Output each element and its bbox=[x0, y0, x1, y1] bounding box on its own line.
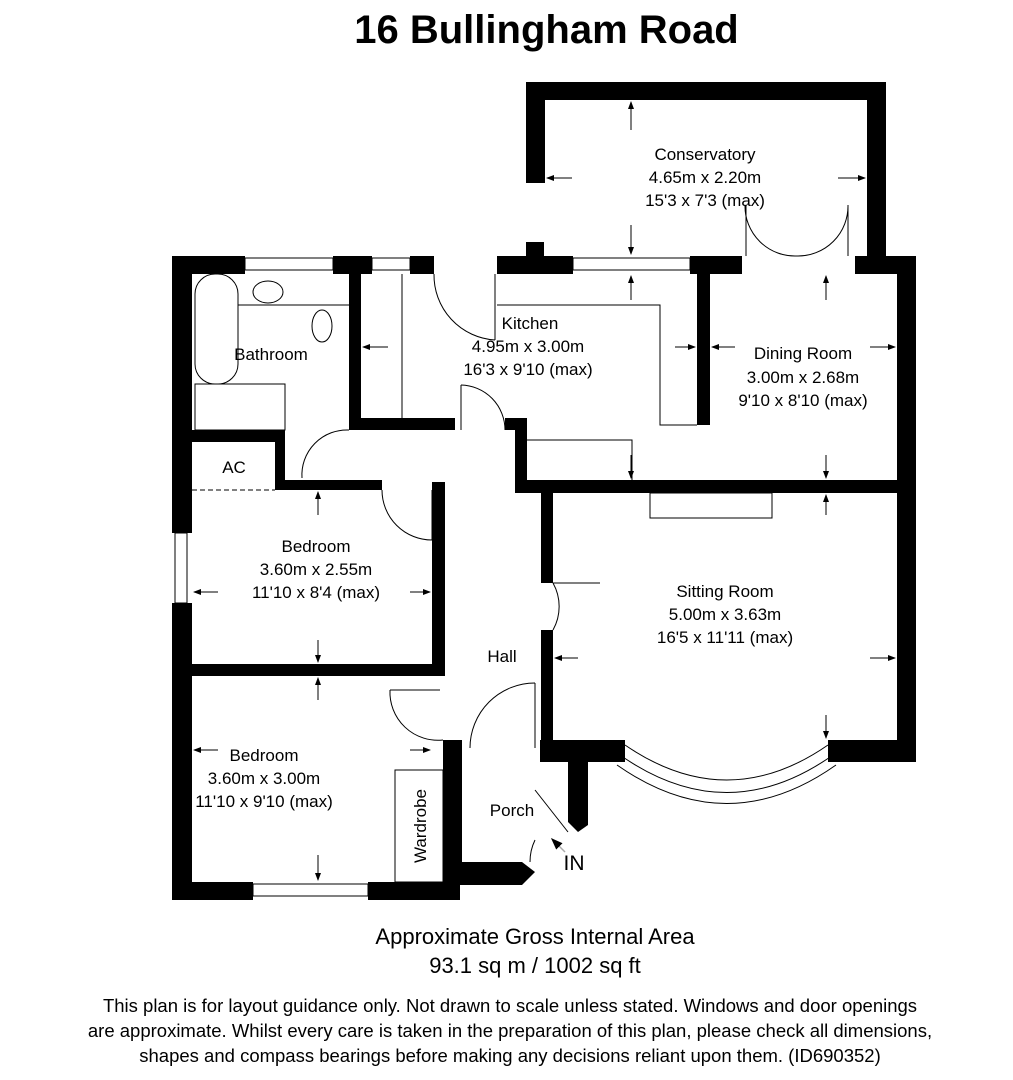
disclaimer: This plan is for layout guidance only. N… bbox=[0, 993, 1013, 1068]
svg-text:3.60m x 3.00m: 3.60m x 3.00m bbox=[208, 769, 320, 788]
svg-text:16'5 x 11'11 (max): 16'5 x 11'11 (max) bbox=[657, 628, 793, 647]
disclaimer-line: are approximate. Whilst every care is ta… bbox=[87, 1020, 933, 1041]
area-value: 93.1 sq m / 1002 sq ft bbox=[429, 953, 641, 978]
svg-text:Dining Room: Dining Room bbox=[754, 344, 852, 363]
svg-text:Conservatory: Conservatory bbox=[654, 145, 756, 164]
disclaimer-line: This plan is for layout guidance only. N… bbox=[102, 995, 918, 1016]
room-hall: Hall bbox=[487, 647, 516, 666]
svg-text:4.65m x 2.20m: 4.65m x 2.20m bbox=[649, 168, 761, 187]
room-bedroom-1: Bedroom 3.60m x 2.55m 11'10 x 8'4 (max) bbox=[252, 537, 380, 602]
entrance-label: IN bbox=[564, 852, 585, 875]
windows-doors bbox=[174, 204, 849, 897]
entrance-arrow-icon bbox=[550, 837, 566, 853]
svg-text:5.00m x 3.63m: 5.00m x 3.63m bbox=[669, 605, 781, 624]
page-title: 16 Bullingham Road bbox=[354, 8, 739, 52]
room-kitchen: Kitchen 4.95m x 3.00m 16'3 x 9'10 (max) bbox=[463, 314, 592, 379]
room-ac: AC bbox=[222, 458, 246, 477]
svg-text:4.95m x 3.00m: 4.95m x 3.00m bbox=[472, 337, 584, 356]
gross-internal-area: Approximate Gross Internal Area 93.1 sq … bbox=[0, 922, 1013, 980]
svg-text:16'3 x 9'10 (max): 16'3 x 9'10 (max) bbox=[463, 360, 592, 379]
walls bbox=[172, 82, 916, 900]
svg-text:Kitchen: Kitchen bbox=[502, 314, 559, 333]
room-dining: Dining Room 3.00m x 2.68m 9'10 x 8'10 (m… bbox=[738, 344, 867, 410]
svg-text:15'3 x 7'3 (max): 15'3 x 7'3 (max) bbox=[645, 191, 765, 210]
wardrobe-label: Wardrobe bbox=[411, 789, 430, 863]
room-bathroom: Bathroom bbox=[234, 345, 308, 364]
room-bedroom-2: Bedroom 3.60m x 3.00m 11'10 x 9'10 (max) bbox=[195, 746, 333, 811]
svg-text:Sitting Room: Sitting Room bbox=[676, 582, 773, 601]
svg-text:3.00m x 2.68m: 3.00m x 2.68m bbox=[747, 368, 859, 387]
dimension-arrows bbox=[193, 101, 896, 881]
room-sitting: Sitting Room 5.00m x 3.63m 16'5 x 11'11 … bbox=[657, 582, 793, 647]
svg-text:9'10 x 8'10 (max): 9'10 x 8'10 (max) bbox=[738, 391, 867, 410]
svg-text:Bedroom: Bedroom bbox=[282, 537, 351, 556]
svg-text:3.60m x 2.55m: 3.60m x 2.55m bbox=[260, 560, 372, 579]
disclaimer-line: shapes and compass bearings before makin… bbox=[139, 1045, 881, 1066]
room-conservatory: Conservatory 4.65m x 2.20m 15'3 x 7'3 (m… bbox=[645, 145, 765, 210]
svg-text:Bedroom: Bedroom bbox=[230, 746, 299, 765]
svg-text:11'10 x 8'4 (max): 11'10 x 8'4 (max) bbox=[252, 583, 380, 602]
area-label: Approximate Gross Internal Area bbox=[375, 924, 695, 949]
room-porch: Porch bbox=[490, 801, 534, 820]
svg-text:11'10 x 9'10 (max): 11'10 x 9'10 (max) bbox=[195, 792, 333, 811]
